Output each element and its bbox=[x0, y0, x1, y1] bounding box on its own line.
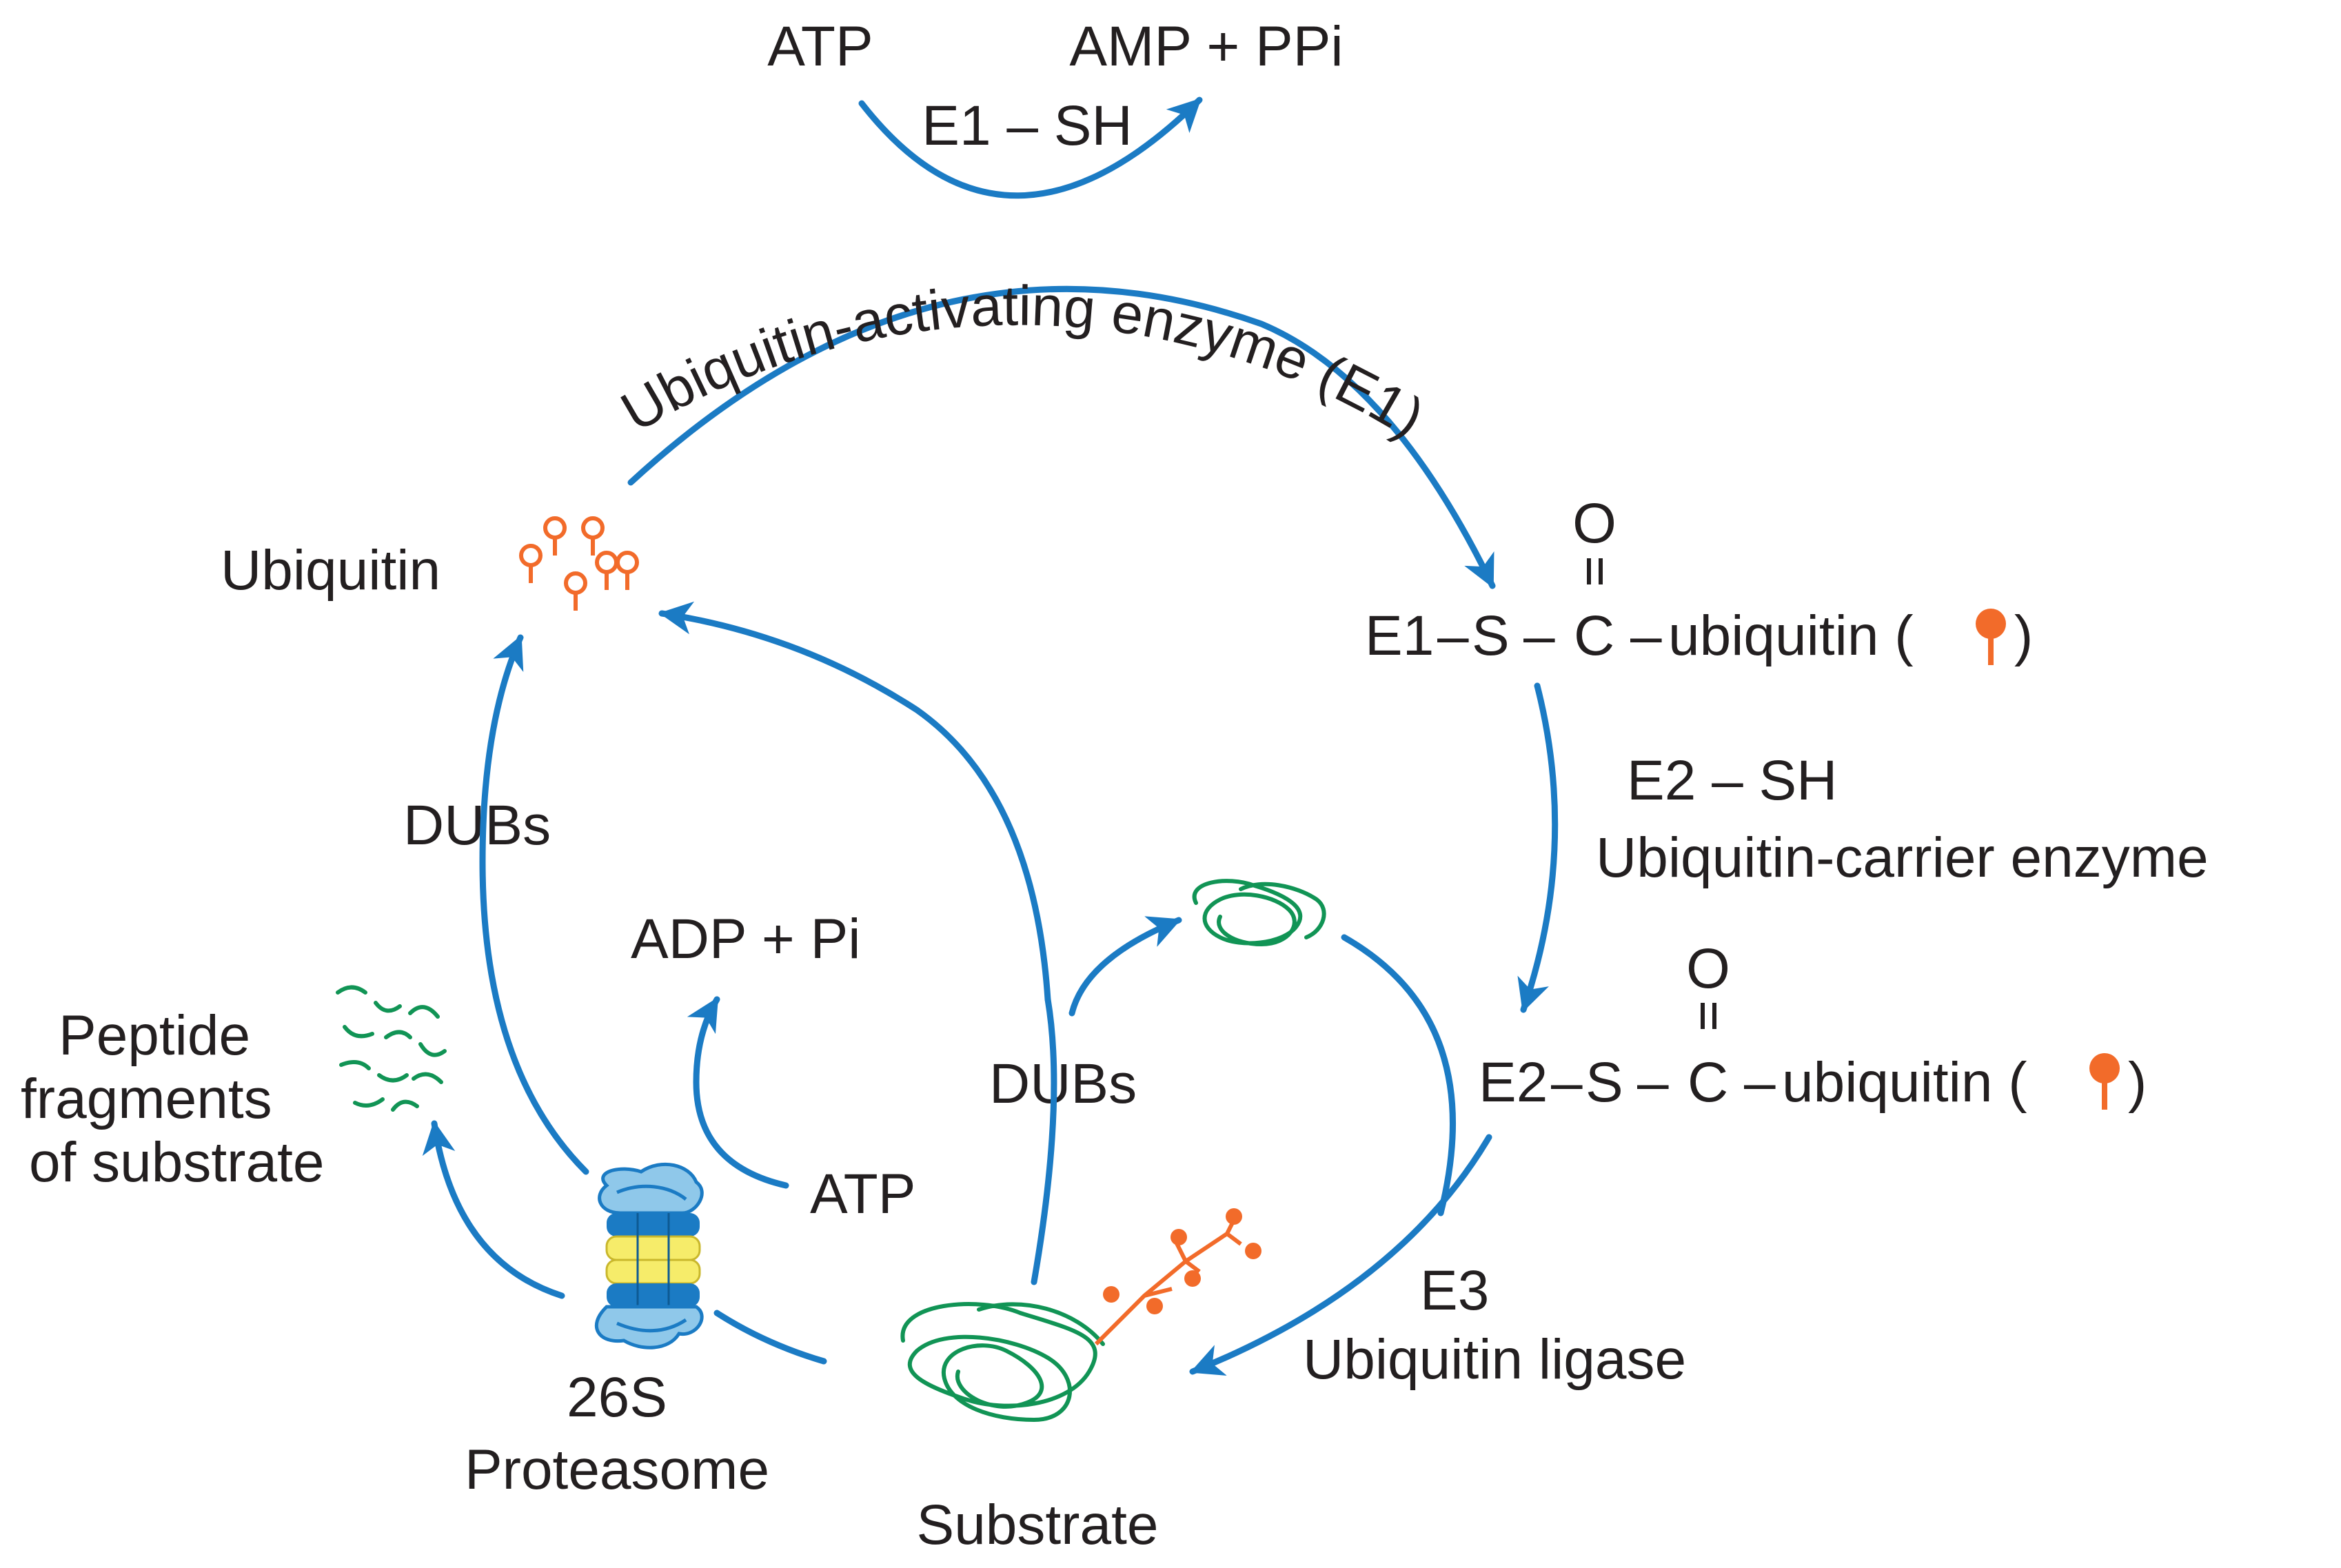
proteasome-label-line2: Proteasome bbox=[465, 1438, 769, 1501]
e1-thioester-close: ) bbox=[2014, 604, 2033, 667]
e2-thioester-e2: E2 bbox=[1479, 1051, 1548, 1114]
e2-thioester-dash3: – bbox=[1744, 1051, 1776, 1114]
deubiquitinated-substrate-icon bbox=[1192, 879, 1326, 947]
e2-enzyme-name: Ubiquitin-carrier enzyme bbox=[1596, 826, 2209, 889]
proteasome-26s-icon bbox=[594, 1162, 704, 1350]
substrate-label: Substrate bbox=[917, 1494, 1159, 1556]
peptide-label-line3: of substrate bbox=[29, 1131, 324, 1194]
e1-to-e2-arrow bbox=[1517, 682, 1559, 1013]
e1-thioester-e1: E1 bbox=[1365, 604, 1434, 667]
peptide-label-line1: Peptide bbox=[59, 1004, 250, 1067]
dubs-center-label: DUBs bbox=[989, 1052, 1137, 1115]
e1-thioester-c: C bbox=[1574, 604, 1614, 667]
e3-ligation-arrow bbox=[1189, 1134, 1492, 1376]
top-atp-label: ATP bbox=[767, 15, 873, 78]
e2-sh-label: E2 – SH bbox=[1627, 749, 1837, 812]
e2-thioester-c: C bbox=[1688, 1051, 1728, 1114]
substrate-to-proteasome-line bbox=[713, 1310, 827, 1365]
ubiquitin-icon bbox=[2089, 1053, 2120, 1110]
dubs-left-label: DUBs bbox=[403, 794, 551, 857]
atp-to-amp-arrow bbox=[858, 96, 1203, 199]
peptide-label-line2: fragments bbox=[21, 1068, 272, 1130]
substrate-to-dubs-line bbox=[1031, 996, 1057, 1285]
e3-enzyme-name: Ubiquitin ligase bbox=[1303, 1328, 1686, 1391]
e1-thioester-formula: O E1 – S – C – ubiquitin ( ) bbox=[1365, 492, 2033, 667]
e2-thioester-dash2: – bbox=[1637, 1051, 1669, 1114]
adp-pi-label: ADP + Pi bbox=[631, 908, 861, 970]
proteasome-label-line1: 26S bbox=[567, 1366, 667, 1429]
e1-thioester-s: S bbox=[1472, 604, 1510, 667]
e1-thioester-dash3: – bbox=[1630, 604, 1662, 667]
dubs-to-ubiquitin-arrow bbox=[658, 601, 1051, 1003]
ubiquitin-pool-icon bbox=[519, 516, 639, 611]
deubiquitinated-substrate-return-arrow bbox=[1341, 934, 1456, 1216]
e1-thioester-dash1: – bbox=[1437, 604, 1469, 667]
e1-o-label: O bbox=[1572, 492, 1617, 555]
e2-thioester-close: ) bbox=[2128, 1051, 2147, 1114]
e1-thioester-dash2: – bbox=[1523, 604, 1555, 667]
ubiquitin-label: Ubiquitin bbox=[221, 539, 440, 602]
dubs-to-free-substrate-arrow bbox=[1068, 916, 1182, 1017]
e1-enzyme-name: Ubiquitin-activating enzyme (E1) bbox=[611, 274, 1435, 449]
e3-label: E3 bbox=[1420, 1259, 1489, 1322]
e1-activation-arrow bbox=[627, 285, 1496, 589]
e2-thioester-ubiquitin: ubiquitin ( bbox=[1782, 1051, 2027, 1114]
e2-thioester-formula: O E2 – S – C – ubiquitin ( ) bbox=[1479, 937, 2147, 1114]
proteasome-to-peptides-arrow bbox=[422, 1120, 565, 1299]
proteasome-dubs-to-ubiquitin-arrow bbox=[479, 634, 589, 1175]
polyubiquitinated-substrate-icon bbox=[900, 1208, 1261, 1423]
peptide-fragments-icon bbox=[336, 985, 447, 1112]
e1-thioester-ubiquitin: ubiquitin ( bbox=[1668, 604, 1914, 667]
top-amp-ppi-label: AMP + PPi bbox=[1069, 15, 1343, 78]
atp-bottom-label: ATP bbox=[810, 1163, 915, 1225]
e2-thioester-s: S bbox=[1585, 1051, 1623, 1114]
e2-thioester-dash1: – bbox=[1551, 1051, 1583, 1114]
e2-o-label: O bbox=[1686, 937, 1730, 1000]
atp-to-adp-arrow bbox=[687, 996, 789, 1189]
e1-enzyme-name-path: Ubiquitin-activating enzyme (E1) bbox=[611, 274, 1435, 449]
top-e1-sh-label: E1 – SH bbox=[922, 94, 1132, 157]
ubiquitin-icon bbox=[1976, 609, 2006, 665]
